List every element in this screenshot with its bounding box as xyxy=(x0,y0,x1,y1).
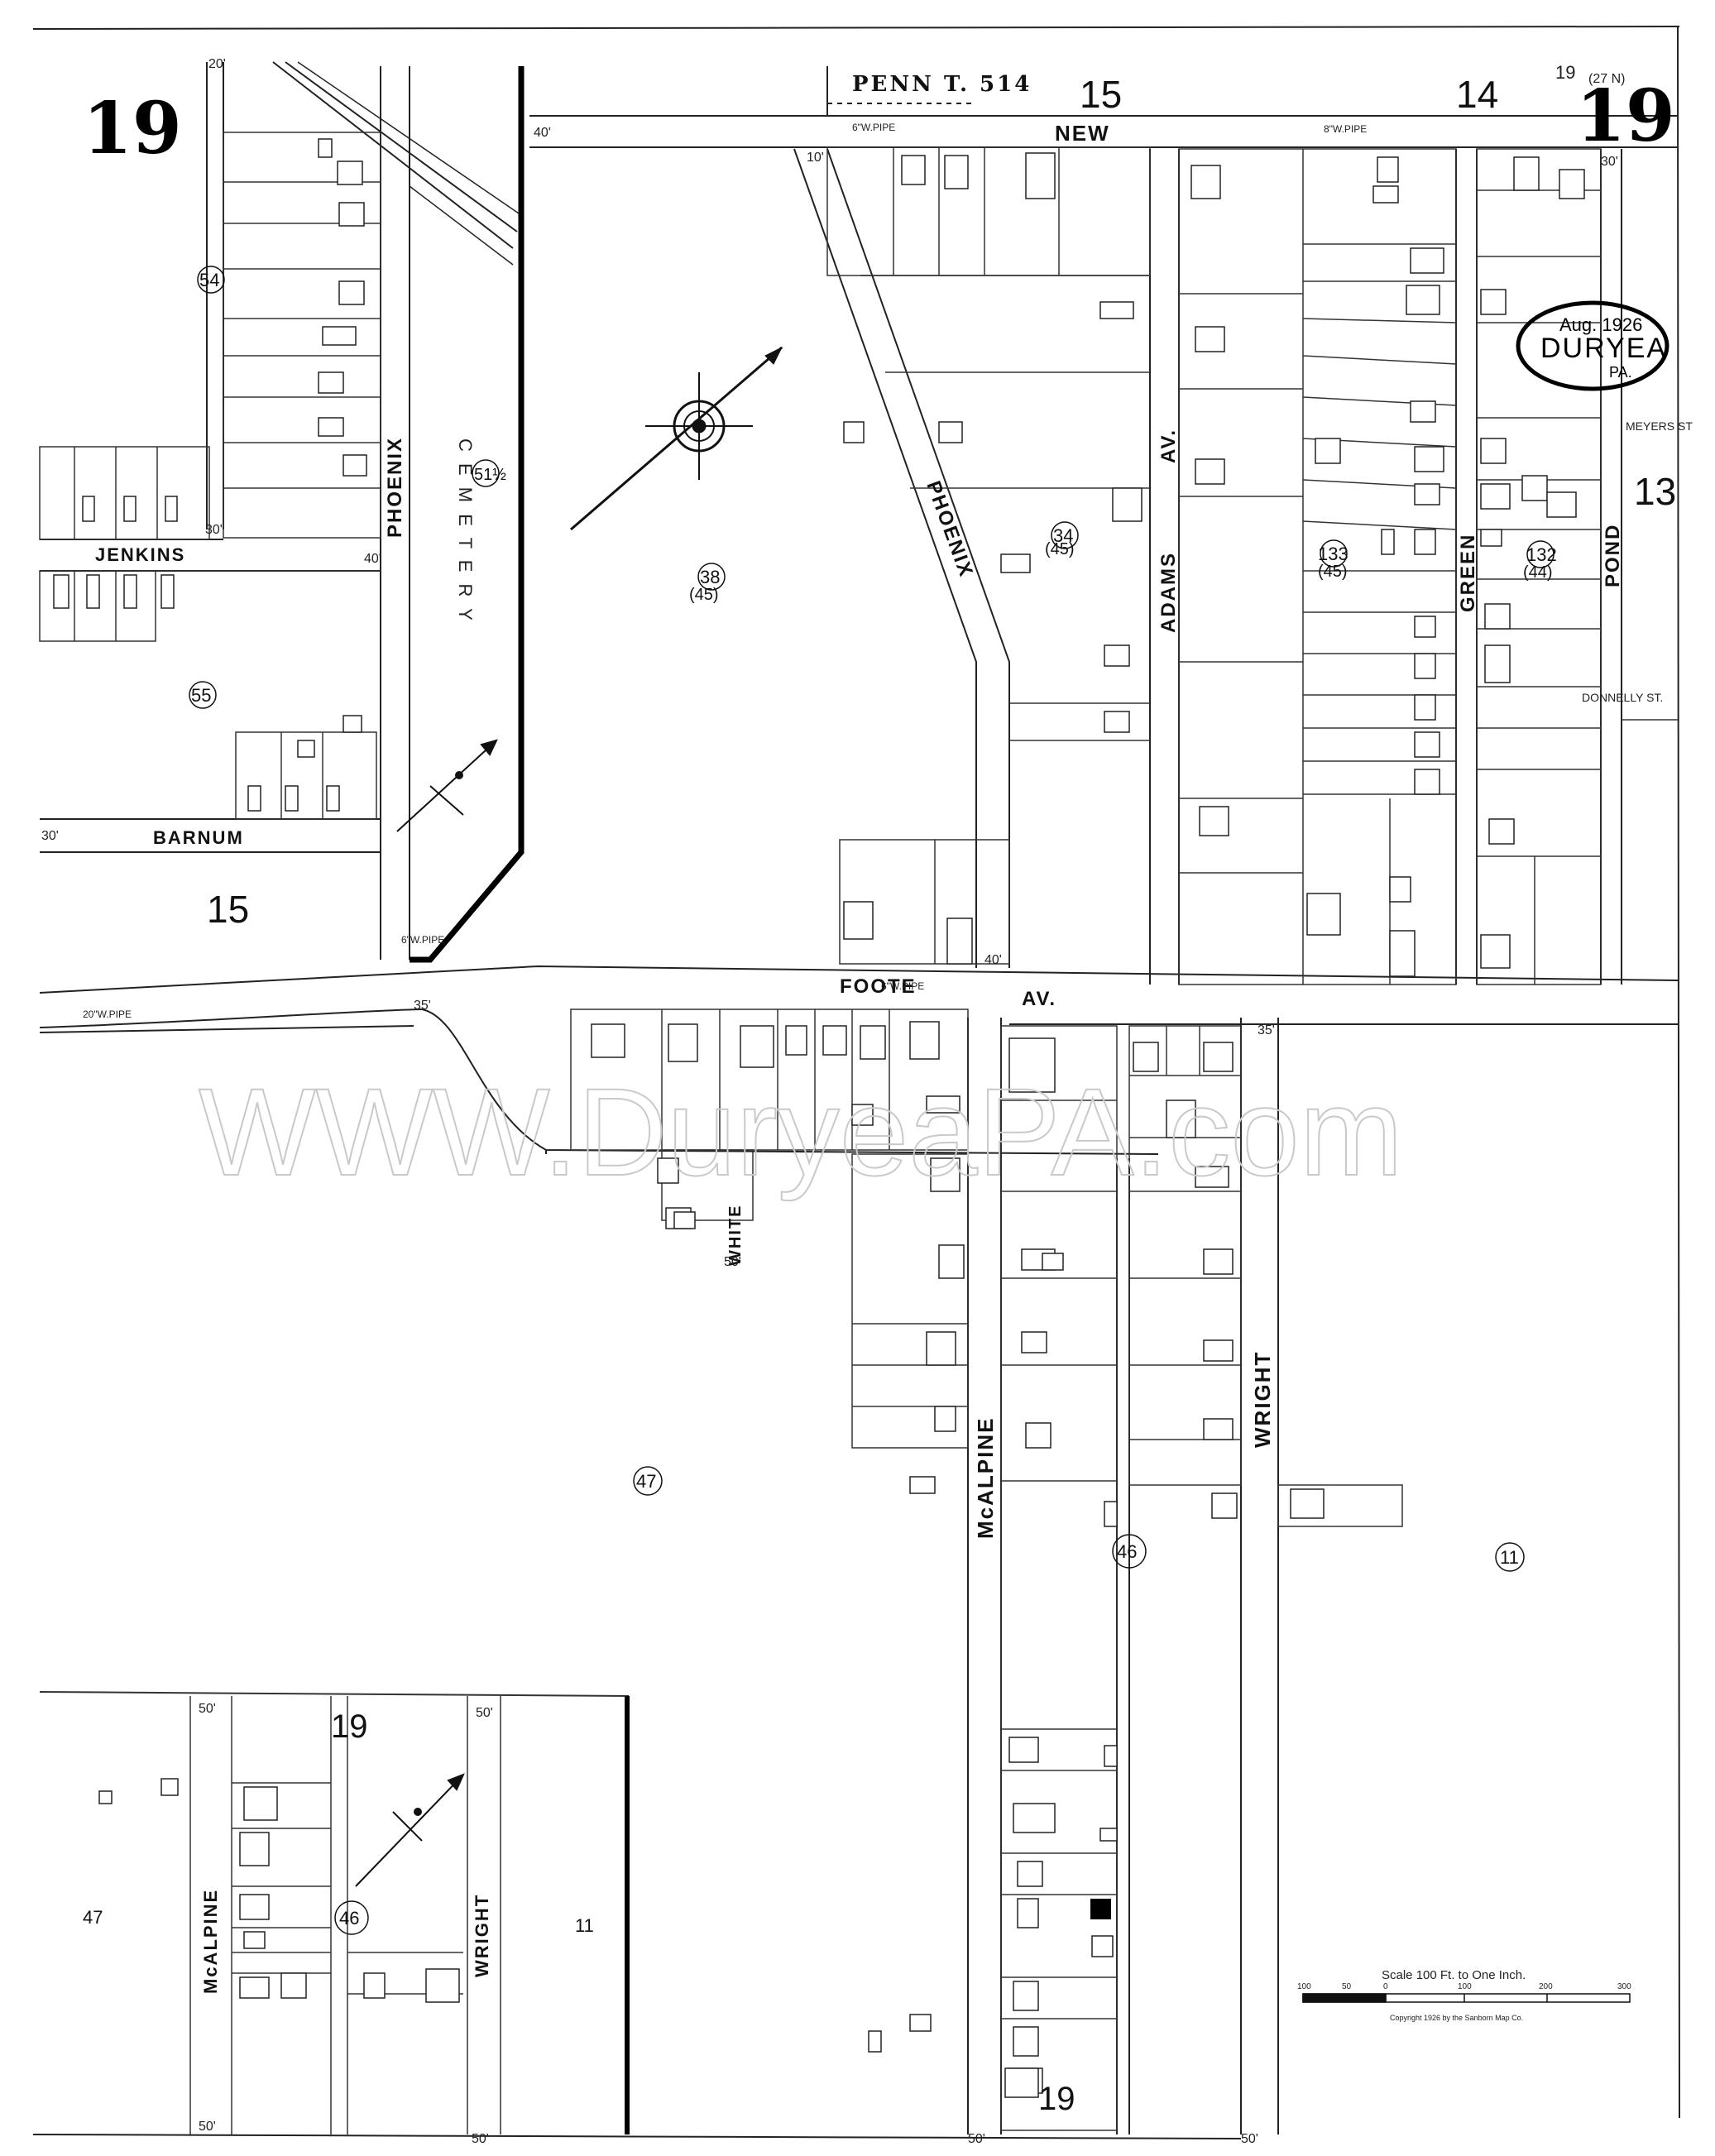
adjacent-sheet-15-left: 15 xyxy=(207,888,249,931)
svg-text:6"W.PIPE: 6"W.PIPE xyxy=(852,122,895,133)
block-133: 133 xyxy=(1318,544,1349,564)
block-54: 54 xyxy=(199,270,219,290)
svg-text:35': 35' xyxy=(414,999,431,1013)
svg-text:6"W.PIPE: 6"W.PIPE xyxy=(881,980,924,992)
inset-north-arrow-icon xyxy=(355,1773,465,1887)
block-38: 38 xyxy=(700,567,720,587)
block-34-old: (45) xyxy=(1045,540,1075,558)
svg-text:Scale 100 Ft. to One Inch.: Scale 100 Ft. to One Inch. xyxy=(1382,1968,1526,1982)
adjacent-sheet-14: 14 xyxy=(1456,73,1498,116)
svg-text:50: 50 xyxy=(1342,1982,1352,1991)
street-widths: 40' 40' 40' 30' 30' 20' 35' 35' 50' 50' … xyxy=(41,57,1618,2146)
street-jenkins: JENKINS xyxy=(95,544,185,565)
street-wright: WRIGHT xyxy=(1250,1351,1275,1448)
svg-text:DURYEA: DURYEA xyxy=(1540,333,1667,364)
street-adams-av: AV. xyxy=(1157,429,1180,463)
svg-text:50': 50' xyxy=(968,2132,985,2146)
street-donnelly: DONNELLY ST. xyxy=(1582,691,1663,704)
street-meyers: MEYERS ST xyxy=(1626,419,1693,433)
sheet-number-left: 19 xyxy=(83,87,182,170)
street-cemetery: C E M E T E R Y xyxy=(455,438,476,624)
compass-rose-icon xyxy=(570,346,783,531)
svg-text:300: 300 xyxy=(1617,1982,1631,1991)
bottom-sheet-number: 19 xyxy=(1038,2081,1075,2117)
block-46: 46 xyxy=(1117,1541,1137,1562)
svg-text:100: 100 xyxy=(1458,1982,1472,1991)
block-34: 34 xyxy=(1053,525,1073,546)
block-132-old: (44) xyxy=(1523,563,1553,582)
block-132: 132 xyxy=(1526,544,1557,565)
block-numbers xyxy=(189,266,1555,1935)
adjacent-sheet-13: 13 xyxy=(1634,470,1676,513)
street-barnum: BARNUM xyxy=(153,827,244,848)
inset-block-47: 47 xyxy=(83,1907,103,1928)
street-phoenix-west: PHOENIX xyxy=(384,437,406,538)
sheet-number-right: 19 xyxy=(1576,74,1675,158)
north-arrow-icon xyxy=(396,739,498,832)
svg-text:6"W.PIPE: 6"W.PIPE xyxy=(401,934,444,946)
block-38-old: (45) xyxy=(689,586,719,604)
svg-text:Copyright 1926 by the Sanborn: Copyright 1926 by the Sanborn Map Co. xyxy=(1390,2014,1523,2022)
building-footprints xyxy=(53,138,1585,2098)
street-adams: ADAMS xyxy=(1157,552,1180,633)
svg-text:100: 100 xyxy=(1297,1982,1311,1991)
top-right-ref: 19 xyxy=(1555,62,1575,83)
svg-text:Aug. 1926: Aug. 1926 xyxy=(1559,314,1642,335)
adjacent-sheet-15-top: 15 xyxy=(1080,73,1122,116)
inset-street-mcalpine: McALPINE xyxy=(200,1889,221,1994)
svg-text:30': 30' xyxy=(1601,155,1618,169)
svg-text:50': 50' xyxy=(199,1702,216,1716)
svg-text:30': 30' xyxy=(41,829,59,843)
street-foote: FOOTE xyxy=(840,975,917,998)
svg-text:PA.: PA. xyxy=(1609,364,1632,381)
street-white: WHITE xyxy=(726,1205,745,1266)
top-right-ref-2: (27 N) xyxy=(1588,72,1625,86)
solid-building xyxy=(1090,1899,1111,1919)
street-green: GREEN xyxy=(1457,534,1479,612)
header-rail-label: PENN T. 514 xyxy=(852,72,1032,97)
svg-text:40': 40' xyxy=(364,552,381,566)
svg-text:40': 40' xyxy=(984,953,1002,967)
svg-text:50': 50' xyxy=(724,1255,741,1269)
block-55: 55 xyxy=(191,685,211,706)
svg-text:35': 35' xyxy=(1258,1023,1275,1037)
site-watermark: WWW.DuryeaPA.com xyxy=(199,1062,1403,1201)
svg-text:20"W.PIPE: 20"W.PIPE xyxy=(83,1009,132,1020)
block-11: 11 xyxy=(1500,1547,1519,1568)
svg-text:50': 50' xyxy=(199,2120,216,2134)
street-pond: POND xyxy=(1602,524,1624,587)
inset-block-46: 46 xyxy=(339,1908,359,1928)
block-47: 47 xyxy=(636,1471,656,1492)
svg-text:10': 10' xyxy=(807,151,824,165)
svg-text:200: 200 xyxy=(1539,1982,1553,1991)
street-new: NEW xyxy=(1055,121,1110,146)
svg-text:50': 50' xyxy=(1241,2132,1258,2146)
sheet-border xyxy=(32,26,1680,2139)
inset-sheet-number: 19 xyxy=(331,1708,368,1745)
street-mcalpine: McALPINE xyxy=(973,1417,998,1539)
svg-text:0: 0 xyxy=(1383,1982,1388,1991)
svg-text:50': 50' xyxy=(476,1706,493,1720)
svg-text:20': 20' xyxy=(208,57,226,71)
svg-text:40': 40' xyxy=(534,126,551,140)
block-51-half: 51½ xyxy=(474,466,506,484)
svg-text:8"W.PIPE: 8"W.PIPE xyxy=(1324,123,1367,135)
svg-text:50': 50' xyxy=(472,2132,489,2146)
duryea-date-stamp: Aug. 1926 DURYEA PA. xyxy=(1516,300,1669,391)
lot-lines xyxy=(39,132,1678,2134)
street-foote-av: AV. xyxy=(1022,988,1056,1010)
svg-text:30': 30' xyxy=(205,523,223,537)
pipe-labels: 6"W.PIPE 8"W.PIPE 6"W.PIPE 20"W.PIPE 6"W… xyxy=(83,122,1367,1020)
scale-bar: Scale 100 Ft. to One Inch. 100 50 0 100 … xyxy=(1297,1968,1631,2022)
block-133-old: (45) xyxy=(1318,563,1348,581)
railroad xyxy=(272,61,522,266)
cemetery-boundary xyxy=(410,66,525,963)
inset-street-wright: WRIGHT xyxy=(472,1894,492,1977)
inset-block-11: 11 xyxy=(575,1915,594,1936)
